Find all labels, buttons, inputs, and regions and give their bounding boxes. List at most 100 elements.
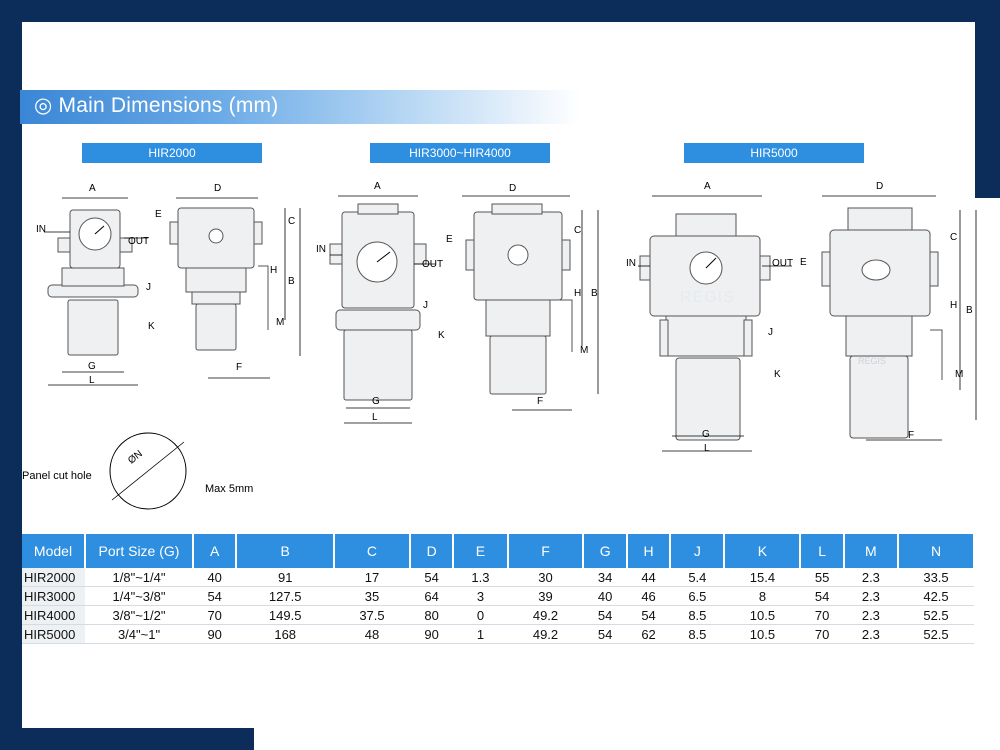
dim-label-m-3000: M bbox=[580, 345, 589, 356]
table-cell: 127.5 bbox=[236, 586, 335, 606]
table-header: L bbox=[800, 534, 845, 568]
table-cell: 90 bbox=[409, 624, 454, 644]
table-cell: 91 bbox=[236, 568, 335, 587]
hir2000-front-view bbox=[47, 209, 139, 356]
dim-label-m-5000: M bbox=[955, 369, 964, 380]
dim-label-c-5000: C bbox=[950, 232, 958, 243]
dim-label-k-2000: K bbox=[148, 321, 155, 332]
table-cell: 42.5 bbox=[898, 586, 974, 606]
dim-label-g-3000: G bbox=[372, 396, 380, 407]
table-cell: 3/4"~1" bbox=[85, 624, 193, 644]
table-cell: 40 bbox=[583, 586, 627, 606]
table-cell: HIR5000 bbox=[22, 624, 85, 644]
dim-label-f-5000: F bbox=[908, 430, 915, 441]
table-cell: 70 bbox=[800, 605, 844, 625]
table-cell: 40 bbox=[193, 568, 237, 587]
frame-bottom-strip bbox=[0, 728, 254, 750]
dim-label-d-5000: D bbox=[876, 181, 884, 192]
panel-cut-hole-label: Panel cut hole bbox=[22, 470, 92, 482]
dim-label-a-3000: A bbox=[374, 181, 381, 192]
dim-label-b-2000: B bbox=[288, 276, 295, 287]
table-cell: 1/8"~1/4" bbox=[85, 568, 193, 587]
table-header: B bbox=[236, 534, 336, 568]
panel-cut-hole-drawing bbox=[109, 432, 187, 510]
table-cell: 44 bbox=[626, 568, 671, 587]
table-header: M bbox=[843, 534, 900, 568]
table-cell: 3 bbox=[453, 586, 508, 606]
table-cell: 17 bbox=[334, 568, 410, 587]
table-cell: 90 bbox=[193, 624, 237, 644]
table-cell: 80 bbox=[409, 605, 454, 625]
table-header: D bbox=[409, 534, 455, 568]
hir5000-side-view bbox=[821, 207, 943, 439]
hir3000-side-view bbox=[465, 203, 573, 395]
table-header: Model bbox=[22, 534, 86, 568]
table-cell: 2.3 bbox=[843, 624, 898, 644]
dim-label-c-3000: C bbox=[574, 225, 582, 236]
table-cell: 1.3 bbox=[453, 568, 508, 587]
table-cell: 5.4 bbox=[670, 568, 725, 587]
table-cell: 10.5 bbox=[724, 605, 801, 625]
table-cell: 168 bbox=[236, 624, 335, 644]
dim-label-f-2000: F bbox=[236, 362, 243, 373]
dim-label-c-2000: C bbox=[288, 216, 296, 227]
table-header: E bbox=[453, 534, 509, 568]
table-cell: 6.5 bbox=[670, 586, 725, 606]
table-cell: 15.4 bbox=[724, 568, 801, 587]
table-cell: 70 bbox=[800, 624, 844, 644]
port-label-in-3000: IN bbox=[316, 244, 326, 255]
dim-label-k-3000: K bbox=[438, 330, 445, 341]
table-cell: 49.2 bbox=[507, 624, 584, 644]
dim-label-e-2000: E bbox=[155, 209, 162, 220]
table-cell: 52.5 bbox=[898, 624, 974, 644]
table-cell: 8.5 bbox=[670, 605, 725, 625]
model-header-hir3000-4000: HIR3000~HIR4000 bbox=[370, 143, 550, 163]
table-cell: 33.5 bbox=[898, 568, 974, 587]
hir2000-side-view bbox=[169, 207, 269, 351]
model-header-hir2000: HIR2000 bbox=[82, 143, 262, 163]
table-cell: 34 bbox=[583, 568, 627, 587]
dim-label-e-5000: E bbox=[800, 257, 807, 268]
dim-label-b-5000: B bbox=[966, 305, 973, 316]
table-cell: 8.5 bbox=[670, 624, 725, 644]
brand-mark: REGIS bbox=[680, 289, 735, 306]
dim-label-g-5000: G bbox=[702, 429, 710, 440]
dim-label-d-2000: D bbox=[214, 183, 222, 194]
table-cell: 62 bbox=[626, 624, 671, 644]
table-header: N bbox=[898, 534, 975, 568]
table-cell: 30 bbox=[507, 568, 584, 587]
table-cell: 2.3 bbox=[843, 586, 898, 606]
model-header-hir5000: HIR5000 bbox=[684, 143, 864, 163]
table-cell: 3/8"~1/2" bbox=[85, 605, 193, 625]
table-header: H bbox=[626, 534, 672, 568]
table-cell: 10.5 bbox=[724, 624, 801, 644]
table-cell: 0 bbox=[453, 605, 508, 625]
dim-label-j-5000: J bbox=[768, 327, 773, 338]
brand-mark-small: REGIS bbox=[858, 356, 887, 366]
table-header: J bbox=[670, 534, 726, 568]
dimensions-table: Model Port Size (G) A B C D E F G H J K … bbox=[22, 534, 975, 644]
table-cell: 64 bbox=[409, 586, 454, 606]
table-row: HIR5000 3/4"~1" 90 168 48 90 1 49.2 54 6… bbox=[22, 624, 974, 644]
table-cell: 35 bbox=[334, 586, 410, 606]
port-label-out-3000: OUT bbox=[422, 259, 444, 270]
dim-label-j-3000: J bbox=[423, 300, 428, 311]
dim-label-a-5000: A bbox=[704, 181, 711, 192]
table-cell: 54 bbox=[583, 605, 627, 625]
table-cell: HIR3000 bbox=[22, 586, 85, 606]
table-row: HIR3000 1/4"~3/8" 54 127.5 35 64 3 39 40… bbox=[22, 586, 974, 606]
hir5000-front-view bbox=[639, 213, 771, 441]
table-cell: 54 bbox=[583, 624, 627, 644]
table-header-row: Model Port Size (G) A B C D E F G H J K … bbox=[22, 534, 975, 568]
table-cell: 1 bbox=[453, 624, 508, 644]
table-cell: 54 bbox=[409, 568, 454, 587]
port-label-in-2000: IN bbox=[36, 224, 46, 235]
max-thickness-label: Max 5mm bbox=[205, 483, 254, 495]
table-cell: 54 bbox=[800, 586, 844, 606]
dim-label-f-3000: F bbox=[537, 396, 544, 407]
table-cell: 48 bbox=[334, 624, 410, 644]
frame-right-strip bbox=[975, 0, 1000, 198]
dim-label-m-2000: M bbox=[276, 317, 285, 328]
table-cell: 70 bbox=[193, 605, 237, 625]
